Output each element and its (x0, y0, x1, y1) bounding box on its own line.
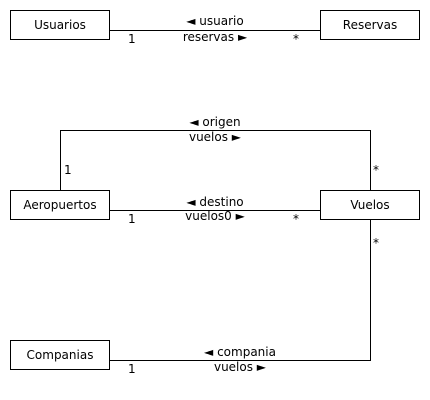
aeropuertos-box[interactable]: Aeropuertos (10, 190, 110, 220)
compania-vuelos-role-label: vuelos ► (213, 360, 267, 374)
companias-multiplicity: 1 (128, 362, 136, 376)
compania-line (110, 220, 371, 361)
companias-box[interactable]: Companias (10, 340, 110, 370)
usuario-role-label: ◄ usuario (186, 14, 244, 28)
usuarios-box[interactable]: Usuarios (10, 10, 110, 40)
reservas-box[interactable]: Reservas (320, 10, 420, 40)
destino-aeropuertos-multiplicity: 1 (128, 212, 136, 226)
vuelos-box[interactable]: Vuelos (320, 190, 420, 220)
origen-aeropuertos-multiplicity: 1 (64, 163, 72, 177)
usuarios-multiplicity: 1 (128, 32, 136, 46)
vuelos-label: Vuelos (350, 198, 390, 212)
usuarios-label: Usuarios (34, 18, 86, 32)
destino-vuelos-multiplicity: * (293, 212, 299, 226)
companias-label: Companias (26, 348, 94, 362)
origen-vuelos-multiplicity: * (373, 163, 379, 177)
destino-vuelos0-role-label: vuelos0 ► (185, 209, 245, 223)
origen-role-label: ◄ origen (189, 115, 241, 129)
origen-line (60, 130, 371, 190)
reservas-label: Reservas (342, 18, 398, 32)
reservas-multiplicity: * (293, 32, 299, 46)
compania-vuelos-multiplicity: * (373, 236, 379, 250)
aeropuertos-label: Aeropuertos (23, 198, 97, 212)
reservas-role-label: reservas ► (182, 30, 248, 44)
compania-role-label: ◄ compania (204, 345, 276, 359)
origen-vuelos-role-label: vuelos ► (188, 130, 242, 144)
destino-role-label: ◄ destino (186, 195, 244, 209)
